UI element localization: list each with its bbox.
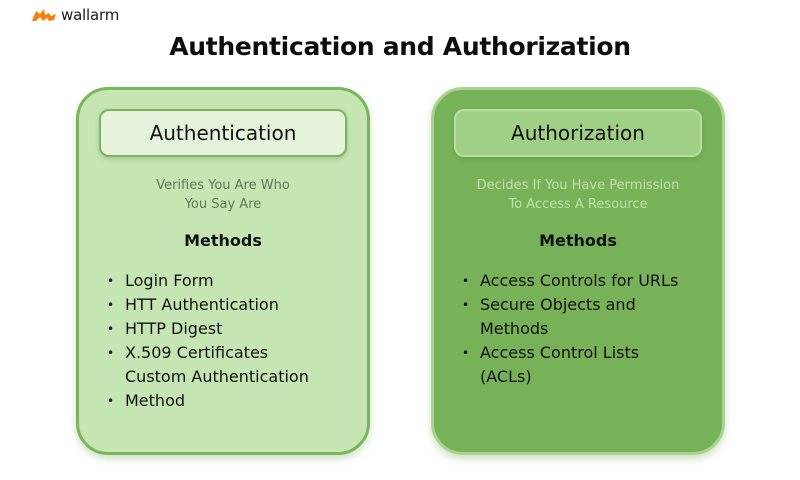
bullet-icon: •: [107, 322, 115, 336]
list-item: •Access Control Lists: [460, 341, 712, 365]
list-item-continuation: Methods: [480, 319, 549, 338]
list-item: •Secure Objects and: [460, 293, 712, 317]
subtitle-line: You Say Are: [184, 197, 262, 212]
wallarm-flag-icon: [32, 9, 56, 21]
bullet-icon: •: [462, 346, 470, 360]
bullet-icon: •: [462, 298, 470, 312]
authentication-subtitle: Verifies You Are Who You Say Are: [79, 176, 367, 214]
page-title: Authentication and Authorization: [169, 32, 631, 61]
bullet-icon: •: [107, 346, 115, 360]
bullet-icon: •: [462, 274, 470, 288]
methods-heading: Methods: [539, 231, 617, 250]
list-item: •Access Controls for URLs: [460, 269, 712, 293]
authentication-header: Authentication: [99, 109, 347, 157]
bullet-icon: •: [107, 274, 115, 288]
list-item: •HTTP Digest: [105, 317, 357, 341]
list-item: •X.509 Certificates: [105, 341, 357, 365]
list-item: •Login Form: [105, 269, 357, 293]
list-item-continuation: Custom Authentication: [125, 367, 309, 386]
authorization-subtitle: Decides If You Have Permission To Access…: [434, 176, 722, 214]
brand-name: wallarm: [61, 6, 120, 24]
authentication-card: Authentication Verifies You Are Who You …: [76, 87, 370, 455]
list-item: •Method: [105, 389, 357, 413]
authorization-header: Authorization: [454, 109, 702, 157]
list-item-continuation: (ACLs): [480, 367, 532, 386]
authorization-methods-list: •Access Controls for URLs •Secure Object…: [460, 269, 712, 389]
subtitle-line: Decides If You Have Permission: [476, 178, 680, 193]
bullet-icon: •: [107, 298, 115, 312]
authentication-methods-list: •Login Form •HTT Authentication •HTTP Di…: [105, 269, 357, 413]
list-item: •HTT Authentication: [105, 293, 357, 317]
subtitle-line: To Access A Resource: [508, 197, 648, 212]
bullet-icon: •: [107, 394, 115, 408]
authorization-card: Authorization Decides If You Have Permis…: [431, 87, 725, 455]
subtitle-line: Verifies You Are Who: [156, 178, 290, 193]
wallarm-logo: wallarm: [32, 6, 119, 24]
methods-heading: Methods: [184, 231, 262, 250]
